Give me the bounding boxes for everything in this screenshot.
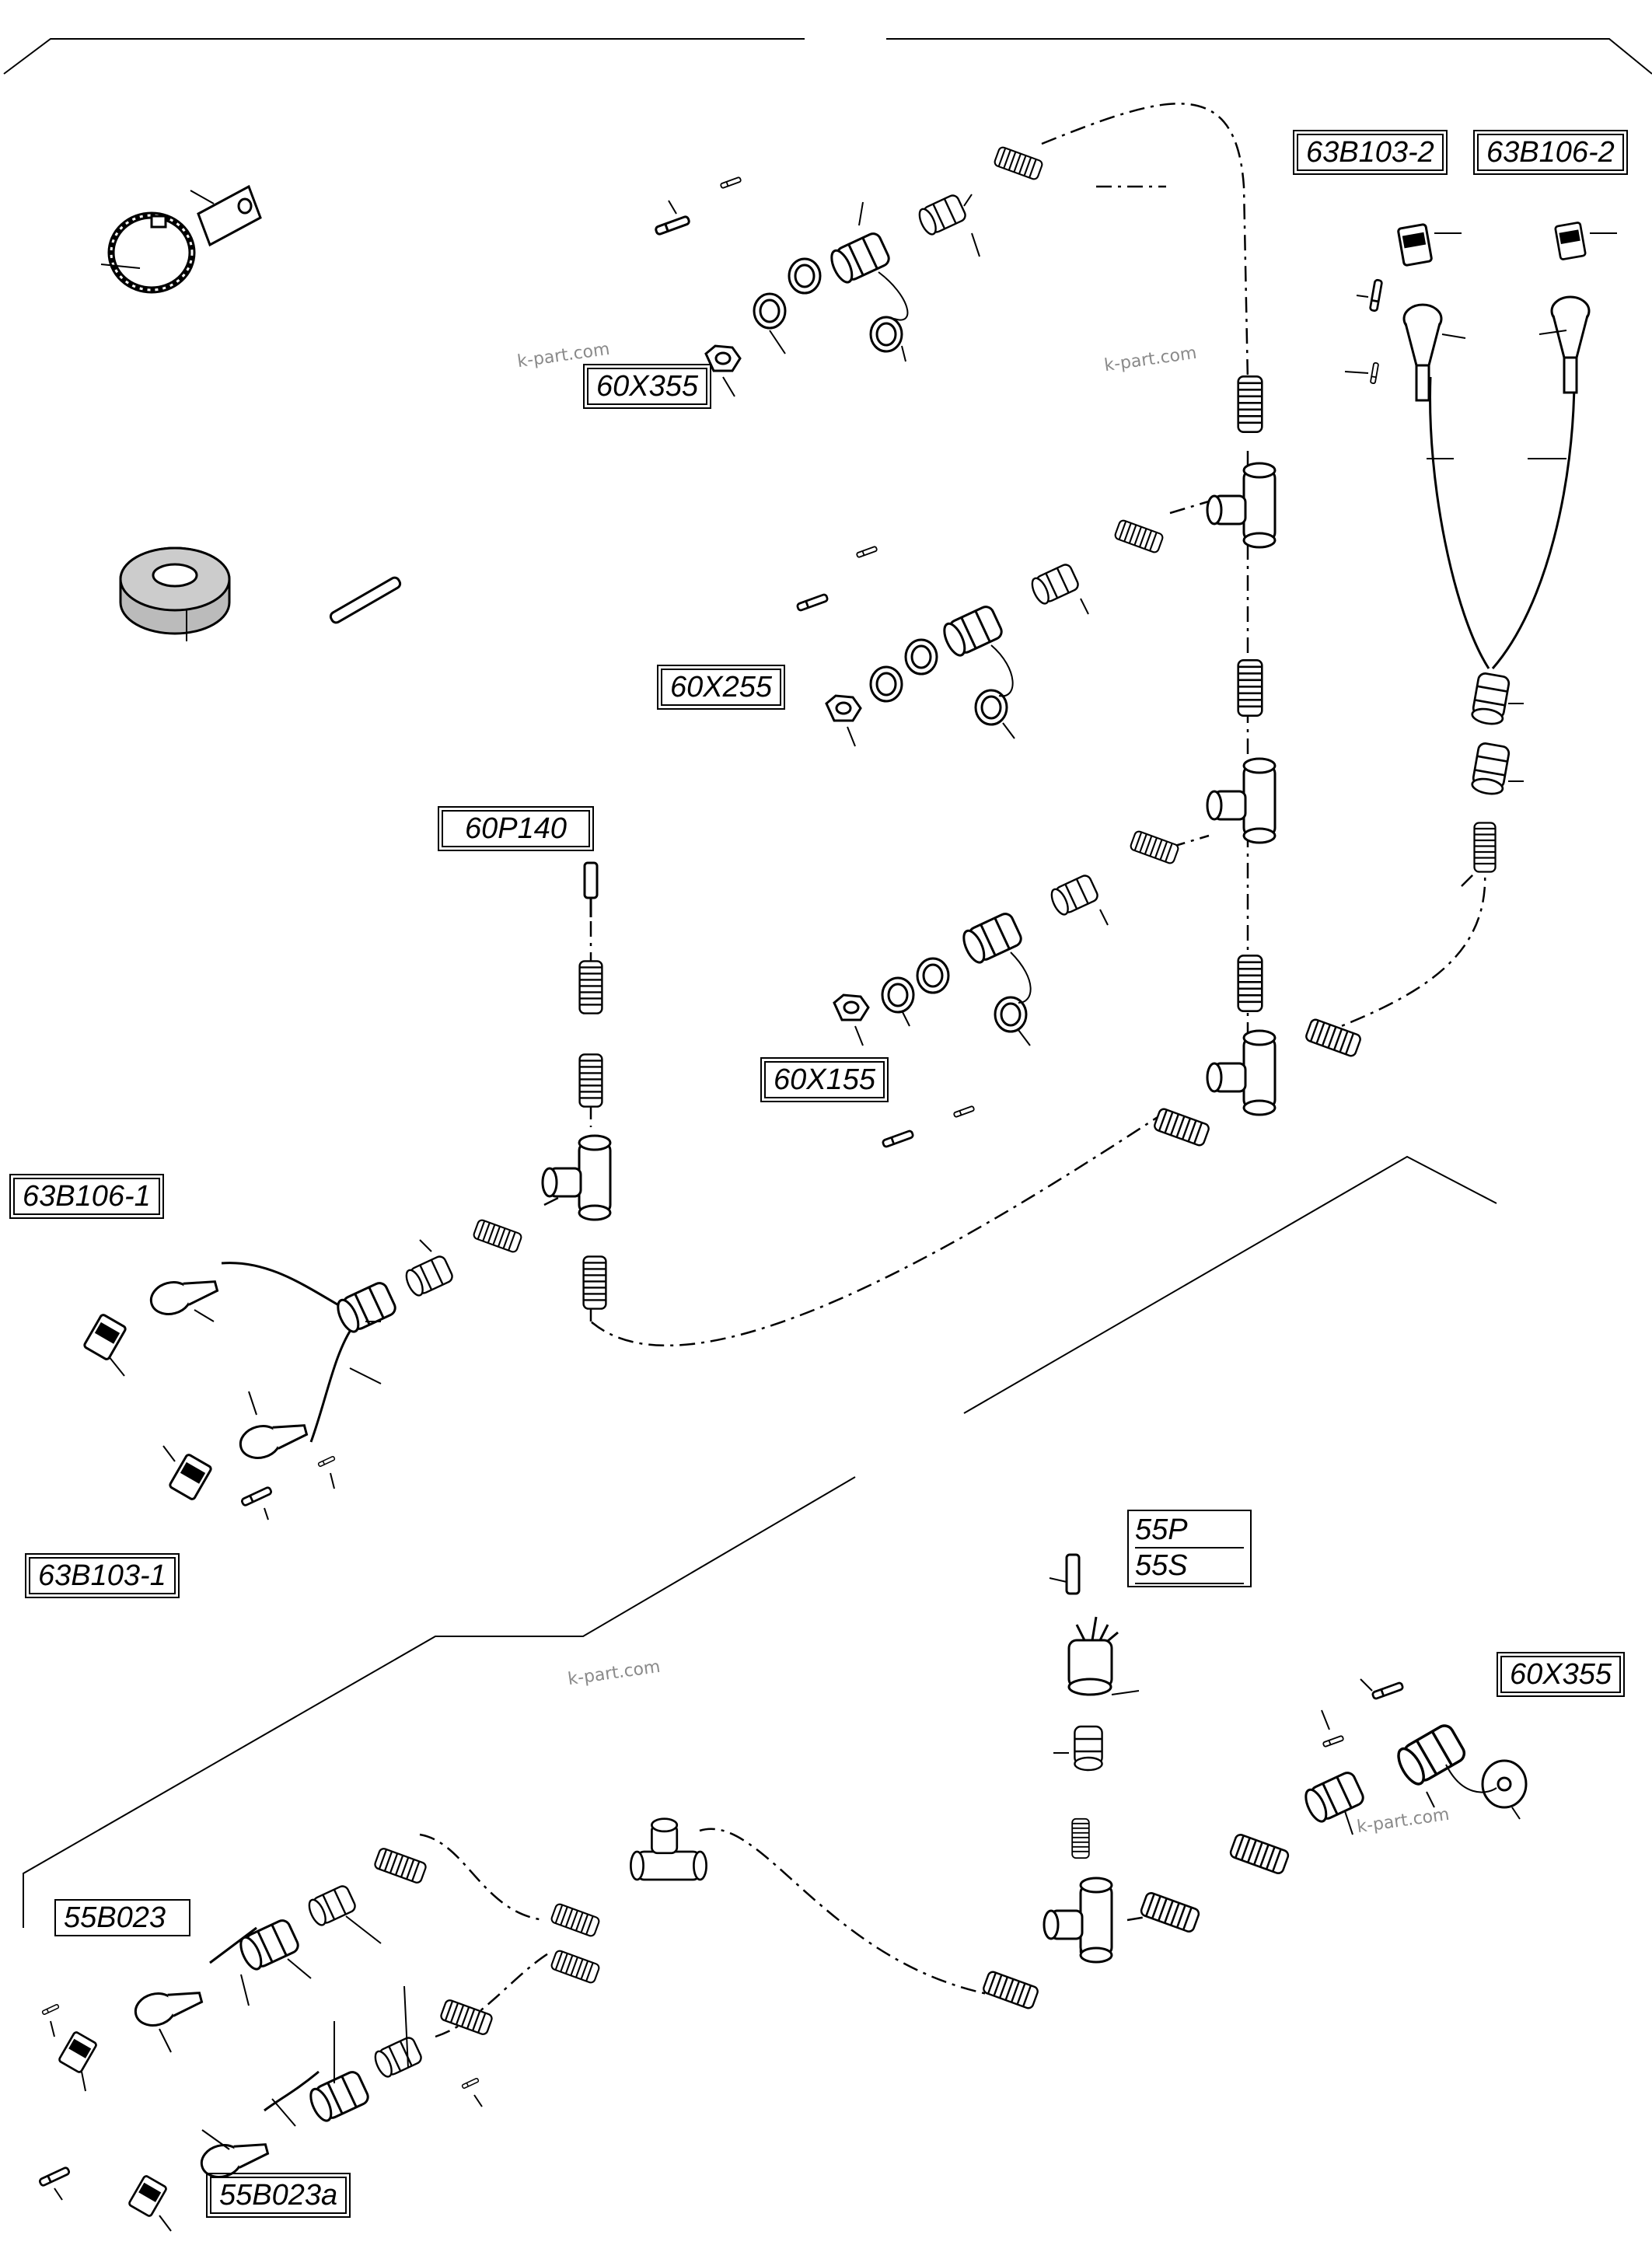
- sleeve-rod: [329, 576, 402, 624]
- label-55b023: 55B023: [54, 1899, 190, 1936]
- assembly-60p140: [472, 861, 612, 1310]
- label-63b103-2: 63B103-2: [1293, 130, 1448, 175]
- assembly-60x155: [833, 829, 1363, 1149]
- label-60x355-top: 60X355: [582, 364, 712, 409]
- assembly-63b10x-2: [1344, 221, 1617, 873]
- assembly-60x355-top: [654, 145, 1044, 397]
- assembly-63b10x-1: [82, 1239, 456, 1521]
- spec-55p: 55P: [1135, 1513, 1244, 1548]
- label-63b106-2: 63B106-2: [1473, 130, 1628, 175]
- assembly-60x355-bottom: [1138, 1678, 1528, 1934]
- spec-55s: 55S: [1135, 1548, 1244, 1584]
- label-63b106-1: 63B106-1: [9, 1174, 164, 1219]
- assembly-55b023: [37, 1817, 1040, 2232]
- spec-box-55p-55s: 55P 55S: [1127, 1510, 1252, 1587]
- cable-tie: [100, 211, 196, 294]
- label-60p140: 60P140: [437, 806, 595, 851]
- label-60x155: 60X155: [760, 1057, 889, 1102]
- assembly-55p-55s: [1043, 1553, 1140, 1964]
- label-60x255: 60X255: [656, 665, 786, 710]
- label-tag: [190, 184, 262, 247]
- label-55b023a: 55B023a: [205, 2173, 351, 2218]
- assembly-60x255: [795, 518, 1165, 747]
- tape-roll: [119, 546, 231, 641]
- label-60x355-bottom: 60X355: [1496, 1652, 1626, 1697]
- label-63b103-1: 63B103-1: [25, 1553, 180, 1598]
